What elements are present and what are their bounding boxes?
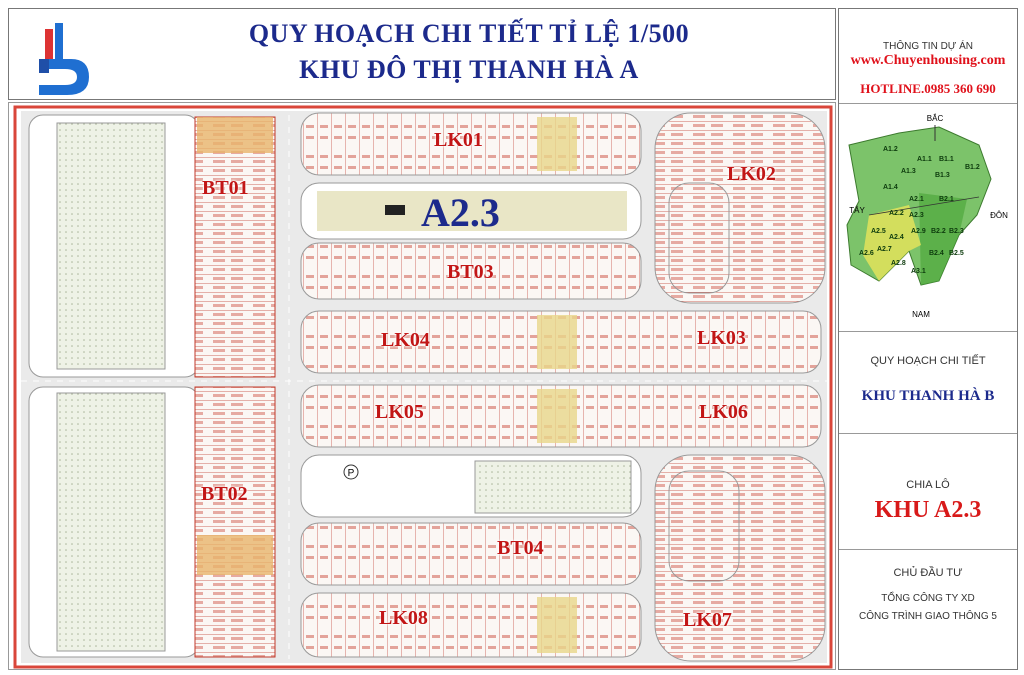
company-logo	[39, 23, 89, 95]
block-label-lk04: LK04	[381, 329, 430, 351]
info-panel: THÔNG TIN DỰ ÁN www.Chuyenhousing.com HO…	[838, 8, 1018, 670]
minimap-label: B1.2	[965, 164, 980, 171]
minimap-label: A2.4	[889, 234, 904, 241]
minimap-label: A2.7	[877, 246, 892, 253]
minimap-label: B2.2	[931, 228, 946, 235]
chia-lo-label: CHIA LÔ	[906, 479, 950, 491]
project-info-label: THÔNG TIN DỰ ÁN	[882, 41, 974, 52]
minimap-label: A2.8	[891, 260, 906, 267]
minimap-label: A2.1	[909, 196, 924, 203]
panel-divider	[839, 331, 1017, 332]
minimap-label: A2.2	[889, 210, 904, 217]
area-b-label: KHU THANH HÀ B	[861, 388, 995, 404]
minimap-label: B1.1	[939, 156, 954, 163]
panel-divider	[839, 103, 1017, 104]
minimap-label: A2.3	[909, 212, 924, 219]
block-label-bt02: BT02	[201, 483, 248, 505]
location-minimap: BẮC TÂY ĐÔN NAM A1.2 A1.1 A1.3 B1.1 B1.2…	[846, 114, 1008, 319]
parking-symbol: P	[348, 468, 355, 479]
minimap-label: A1.3	[901, 168, 916, 175]
page-title-line2: KHU ĐÔ THỊ THANH HÀ A	[299, 55, 639, 84]
minimap-label: A2.6	[859, 250, 874, 257]
site-plan-map: P A2.3 LK01 LK02 BT01 BT03 LK04 LK03 LK0…	[8, 102, 836, 670]
minimap-label: A1.1	[917, 156, 932, 163]
investor-line1: TỔNG CÔNG TY XD	[881, 593, 975, 604]
minimap-west: TÂY	[849, 206, 865, 215]
panel-divider	[839, 433, 1017, 434]
site-plan-drawing: P	[13, 105, 833, 669]
block-label-bt03: BT03	[447, 261, 494, 283]
minimap-east: ĐÔN	[990, 211, 1008, 220]
header: QUY HOẠCH CHI TIẾT TỈ LỆ 1/500 KHU ĐÔ TH…	[8, 8, 836, 100]
block-label-lk05: LK05	[375, 401, 424, 423]
minimap-label: B2.4	[929, 250, 944, 257]
block-label-lk07: LK07	[683, 609, 732, 631]
minimap-label: A2.5	[871, 228, 886, 235]
block-label-lk06: LK06	[699, 401, 748, 423]
minimap-label: B2.1	[939, 196, 954, 203]
plan-label: QUY HOẠCH CHI TIẾT	[870, 355, 986, 367]
minimap-south: NAM	[912, 310, 930, 319]
minimap-label: A3.1	[911, 268, 926, 275]
minimap-label: B2.3	[949, 228, 964, 235]
block-label-bt01: BT01	[202, 177, 249, 199]
minimap-label: A2.9	[911, 228, 926, 235]
zone-code: A2.3	[934, 497, 982, 523]
minimap-north: BẮC	[927, 114, 944, 123]
hotline-text: HOTLINE.0985 360 690	[860, 81, 996, 96]
minimap-label: A1.2	[883, 146, 898, 153]
block-label-lk01: LK01	[434, 129, 483, 151]
investor-line2: CÔNG TRÌNH GIAO THÔNG 5	[859, 611, 997, 622]
minimap-label: B2.5	[949, 250, 964, 257]
block-label-lk03: LK03	[697, 327, 746, 349]
block-label-bt04: BT04	[497, 537, 544, 559]
zone-heading: KHU A2.3	[839, 497, 1017, 524]
website-link[interactable]: www.Chuyenhousing.com	[850, 53, 1006, 68]
investor-label: CHỦ ĐẦU TƯ	[893, 567, 963, 579]
minimap-label: A1.4	[883, 184, 898, 191]
zone-title: A2.3	[421, 190, 500, 235]
zone-word: KHU	[874, 497, 930, 523]
panel-divider	[839, 549, 1017, 550]
page-title-line1: QUY HOẠCH CHI TIẾT TỈ LỆ 1/500	[248, 19, 690, 48]
minimap-label: B1.3	[935, 172, 950, 179]
block-label-lk08: LK08	[379, 607, 428, 629]
block-label-lk02: LK02	[727, 163, 776, 185]
